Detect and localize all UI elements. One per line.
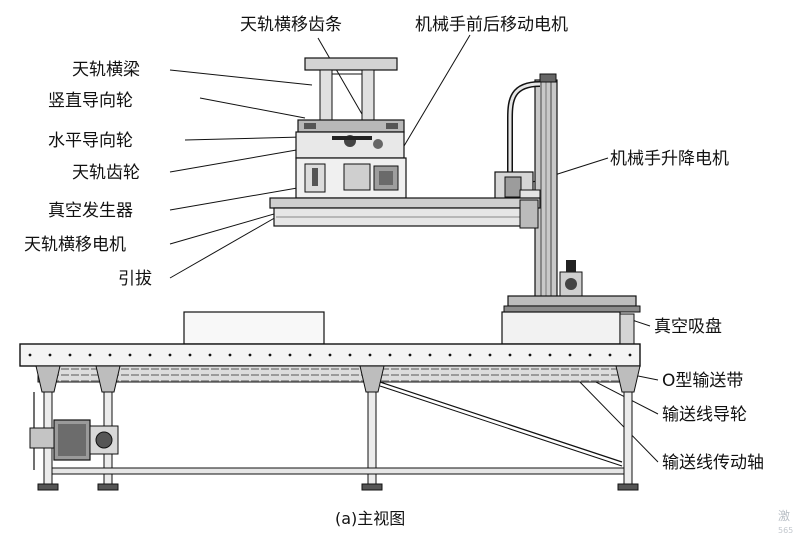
- label-horizontal-guide-wheel: 水平导向轮: [48, 131, 133, 151]
- horizontal-arm: [269, 197, 541, 229]
- workpiece: [183, 311, 325, 345]
- conveyor-drive-motor: [29, 419, 119, 461]
- label-drawer: 引拔: [118, 269, 152, 289]
- label-sky-rail-rack: 天轨横移齿条: [240, 15, 342, 35]
- label-conveyor-guide-wheel: 输送线导轮: [662, 405, 747, 425]
- label-sky-rail-traverse-motor: 天轨横移电机: [24, 235, 126, 255]
- leader-lines: [169, 34, 659, 463]
- vacuum-sucker-assembly: [501, 260, 641, 345]
- figure-caption: (a)主视图: [335, 509, 405, 528]
- label-conveyor-drive-shaft: 输送线传动轴: [662, 453, 764, 473]
- labels: 天轨横移齿条 机械手前后移动电机 天轨横梁 竖直导向轮 水平导向轮 天轨齿轮 真…: [24, 15, 764, 473]
- label-vacuum-generator: 真空发生器: [48, 201, 133, 221]
- label-vertical-guide-wheel: 竖直导向轮: [48, 91, 133, 111]
- label-o-belt: O型输送带: [662, 371, 743, 391]
- label-manipulator-lift-motor: 机械手升降电机: [610, 149, 729, 169]
- conveyor: [19, 343, 641, 491]
- watermark-code: 565: [778, 526, 793, 535]
- label-vacuum-sucker: 真空吸盘: [654, 317, 722, 337]
- vertical-column: [507, 73, 558, 299]
- watermark: 激 565: [778, 509, 793, 535]
- label-sky-rail-beam: 天轨横梁: [72, 60, 140, 80]
- label-manipulator-fb-motor: 机械手前后移动电机: [415, 15, 568, 35]
- watermark-glyph: 激: [778, 509, 790, 523]
- sky-rail-assembly: [295, 57, 407, 199]
- label-sky-rail-gear: 天轨齿轮: [72, 163, 140, 183]
